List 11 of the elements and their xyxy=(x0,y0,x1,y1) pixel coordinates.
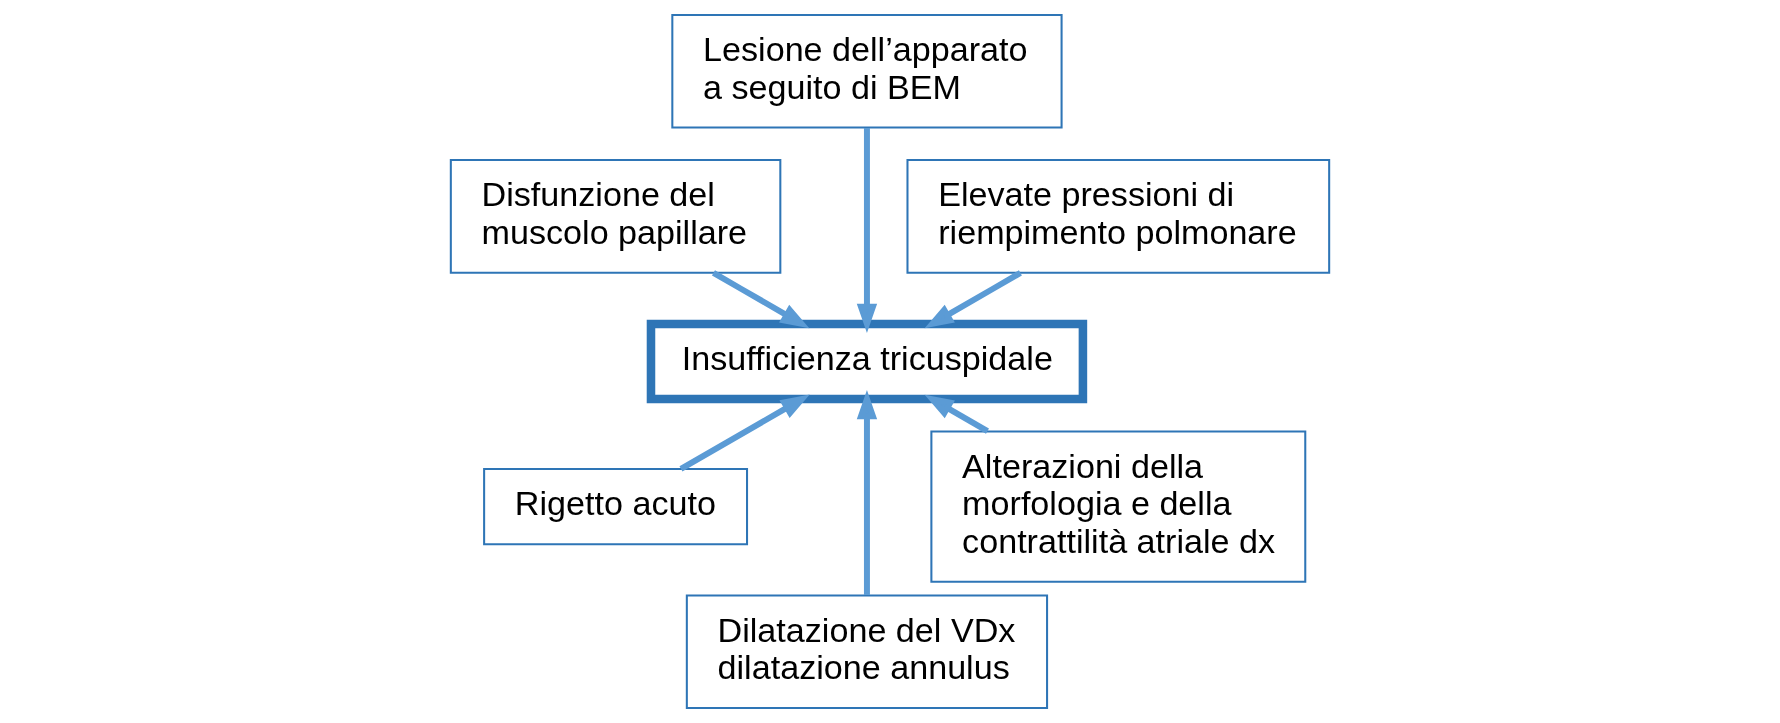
node-box: Dilatazione del VDx dilatazione annulus xyxy=(685,594,1049,710)
node-box: Disfunzione del muscolo papillare xyxy=(449,159,782,274)
arrow xyxy=(924,394,989,434)
node-box: Insufficienza tricuspidale xyxy=(646,319,1088,404)
arrow xyxy=(856,127,878,333)
arrow xyxy=(856,390,878,596)
node-box: Lesione dell’apparato a seguito di BEM xyxy=(671,13,1063,129)
arrow xyxy=(679,394,810,472)
node-box: Elevate pressioni di riempimento polmonare xyxy=(906,159,1331,274)
node-box: Rigetto acuto xyxy=(483,468,749,546)
node-box: Alterazioni della morfologia e della contrattilità atriale dx xyxy=(930,430,1307,583)
